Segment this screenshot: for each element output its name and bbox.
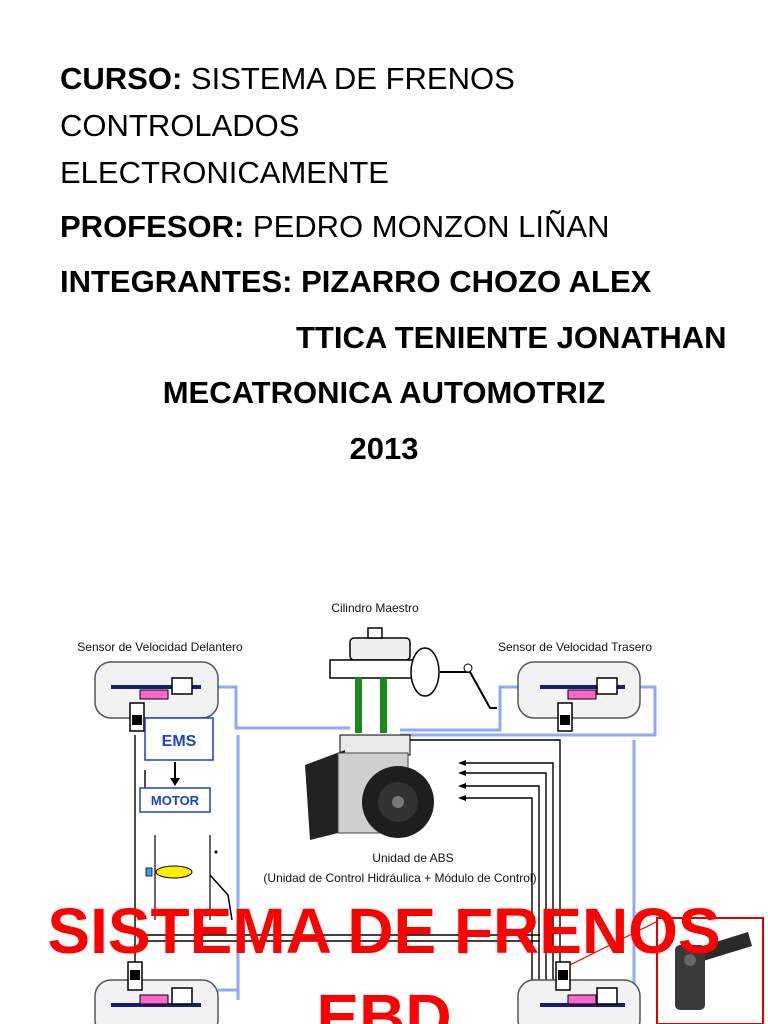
rear-left-wheel	[94, 961, 219, 1024]
abs-unit-desc: (Unidad de Control Hidráulica + Módulo d…	[263, 871, 536, 885]
master-cylinder	[329, 627, 497, 733]
integrantes-line: INTEGRANTES: PIZARRO CHOZO ALEX	[60, 260, 651, 304]
curso-title-line-3: ELECTRONICAMENTE	[60, 155, 389, 190]
profesor-label: PROFESOR:	[60, 209, 245, 244]
motor-label: MOTOR	[151, 793, 200, 808]
throttle-assembly	[145, 835, 233, 921]
ems-box	[144, 717, 214, 761]
carrera: MECATRONICA AUTOMOTRIZ	[162, 375, 606, 410]
rear-right-wheel	[517, 661, 641, 732]
abs-diagram: Cilindro Maestro Sensor de Velocidad Del…	[0, 590, 768, 1024]
abs-unit-image	[305, 734, 434, 840]
curso-line: CURSO: SISTEMA DE FRENOS	[60, 57, 515, 101]
year: 2013	[349, 431, 419, 466]
motor-box	[139, 787, 211, 813]
brake-lines	[134, 735, 561, 1020]
ems-arrow	[170, 778, 180, 786]
front-right-wheel	[517, 961, 641, 1024]
profesor-line: PROFESOR: PEDRO MONZON LIÑAN	[60, 205, 609, 249]
integrante-1: PIZARRO CHOZO ALEX	[301, 264, 652, 299]
rear-sensor-label: Sensor de Velocidad Trasero	[498, 640, 652, 654]
curso-title-line-1: SISTEMA DE FRENOS	[190, 61, 515, 96]
sensor-photo-inset	[569, 917, 764, 1024]
master-cylinder-label: Cilindro Maestro	[331, 601, 419, 615]
line-arrows	[458, 760, 466, 801]
curso-label: CURSO:	[60, 61, 183, 96]
overlay-title-line-1: SISTEMA DE FRENOS	[47, 895, 721, 967]
front-sensor-label: Sensor de Velocidad Delantero	[77, 640, 243, 654]
sensor-wires	[218, 685, 657, 1020]
abs-unit-label: Unidad de ABS	[372, 851, 453, 865]
abs-diagram-svg: Cilindro Maestro Sensor de Velocidad Del…	[77, 601, 764, 1024]
integrantes-label: INTEGRANTES:	[60, 264, 293, 299]
integrante-2: TTICA TENIENTE JONATHAN	[296, 320, 727, 355]
curso-title-line-2: CONTROLADOS	[60, 108, 300, 143]
profesor-name: PEDRO MONZON LIÑAN	[252, 209, 610, 244]
ems-label: EMS	[162, 733, 197, 750]
overlay-title-line-2: EBD	[316, 981, 452, 1024]
